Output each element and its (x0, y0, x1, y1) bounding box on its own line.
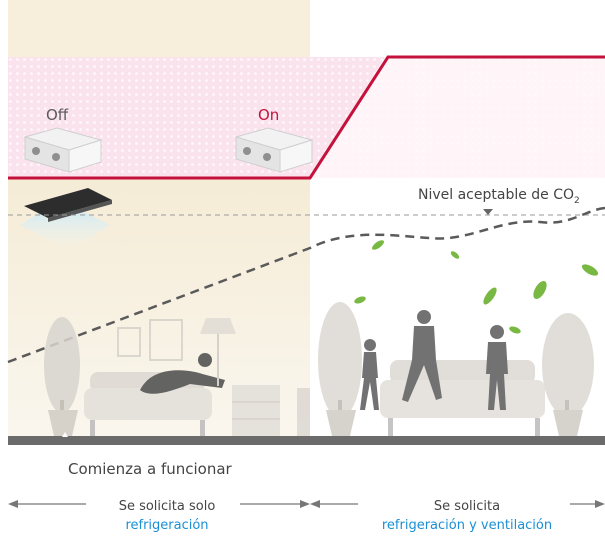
off-label: Off (46, 106, 69, 124)
zone-right-arrow (310, 500, 605, 508)
floor (8, 436, 605, 445)
zone-left-label: Se solicita solo refrigeración (118, 499, 216, 533)
co2-level-label: Nivel aceptable de CO2 (418, 187, 580, 206)
zone-left-arrow (8, 500, 310, 508)
co2-marker-icon (483, 209, 493, 215)
top-beige-box (8, 0, 310, 57)
living-room-left (44, 317, 310, 436)
zone-right-label: Se solicita refrigeración y ventilación (381, 499, 553, 533)
operation-line (8, 55, 605, 180)
living-room-right (318, 302, 594, 436)
ventilation-unit-icon (23, 127, 103, 173)
start-marker-icon (62, 432, 68, 437)
ceiling-cassette-ac-icon (20, 188, 112, 250)
ventilation-unit-icon (234, 127, 314, 173)
start-label: Comienza a funcionar (68, 460, 232, 478)
co2-level-curve (7, 206, 605, 364)
on-label: On (258, 106, 280, 124)
leaf-icon (354, 240, 599, 334)
